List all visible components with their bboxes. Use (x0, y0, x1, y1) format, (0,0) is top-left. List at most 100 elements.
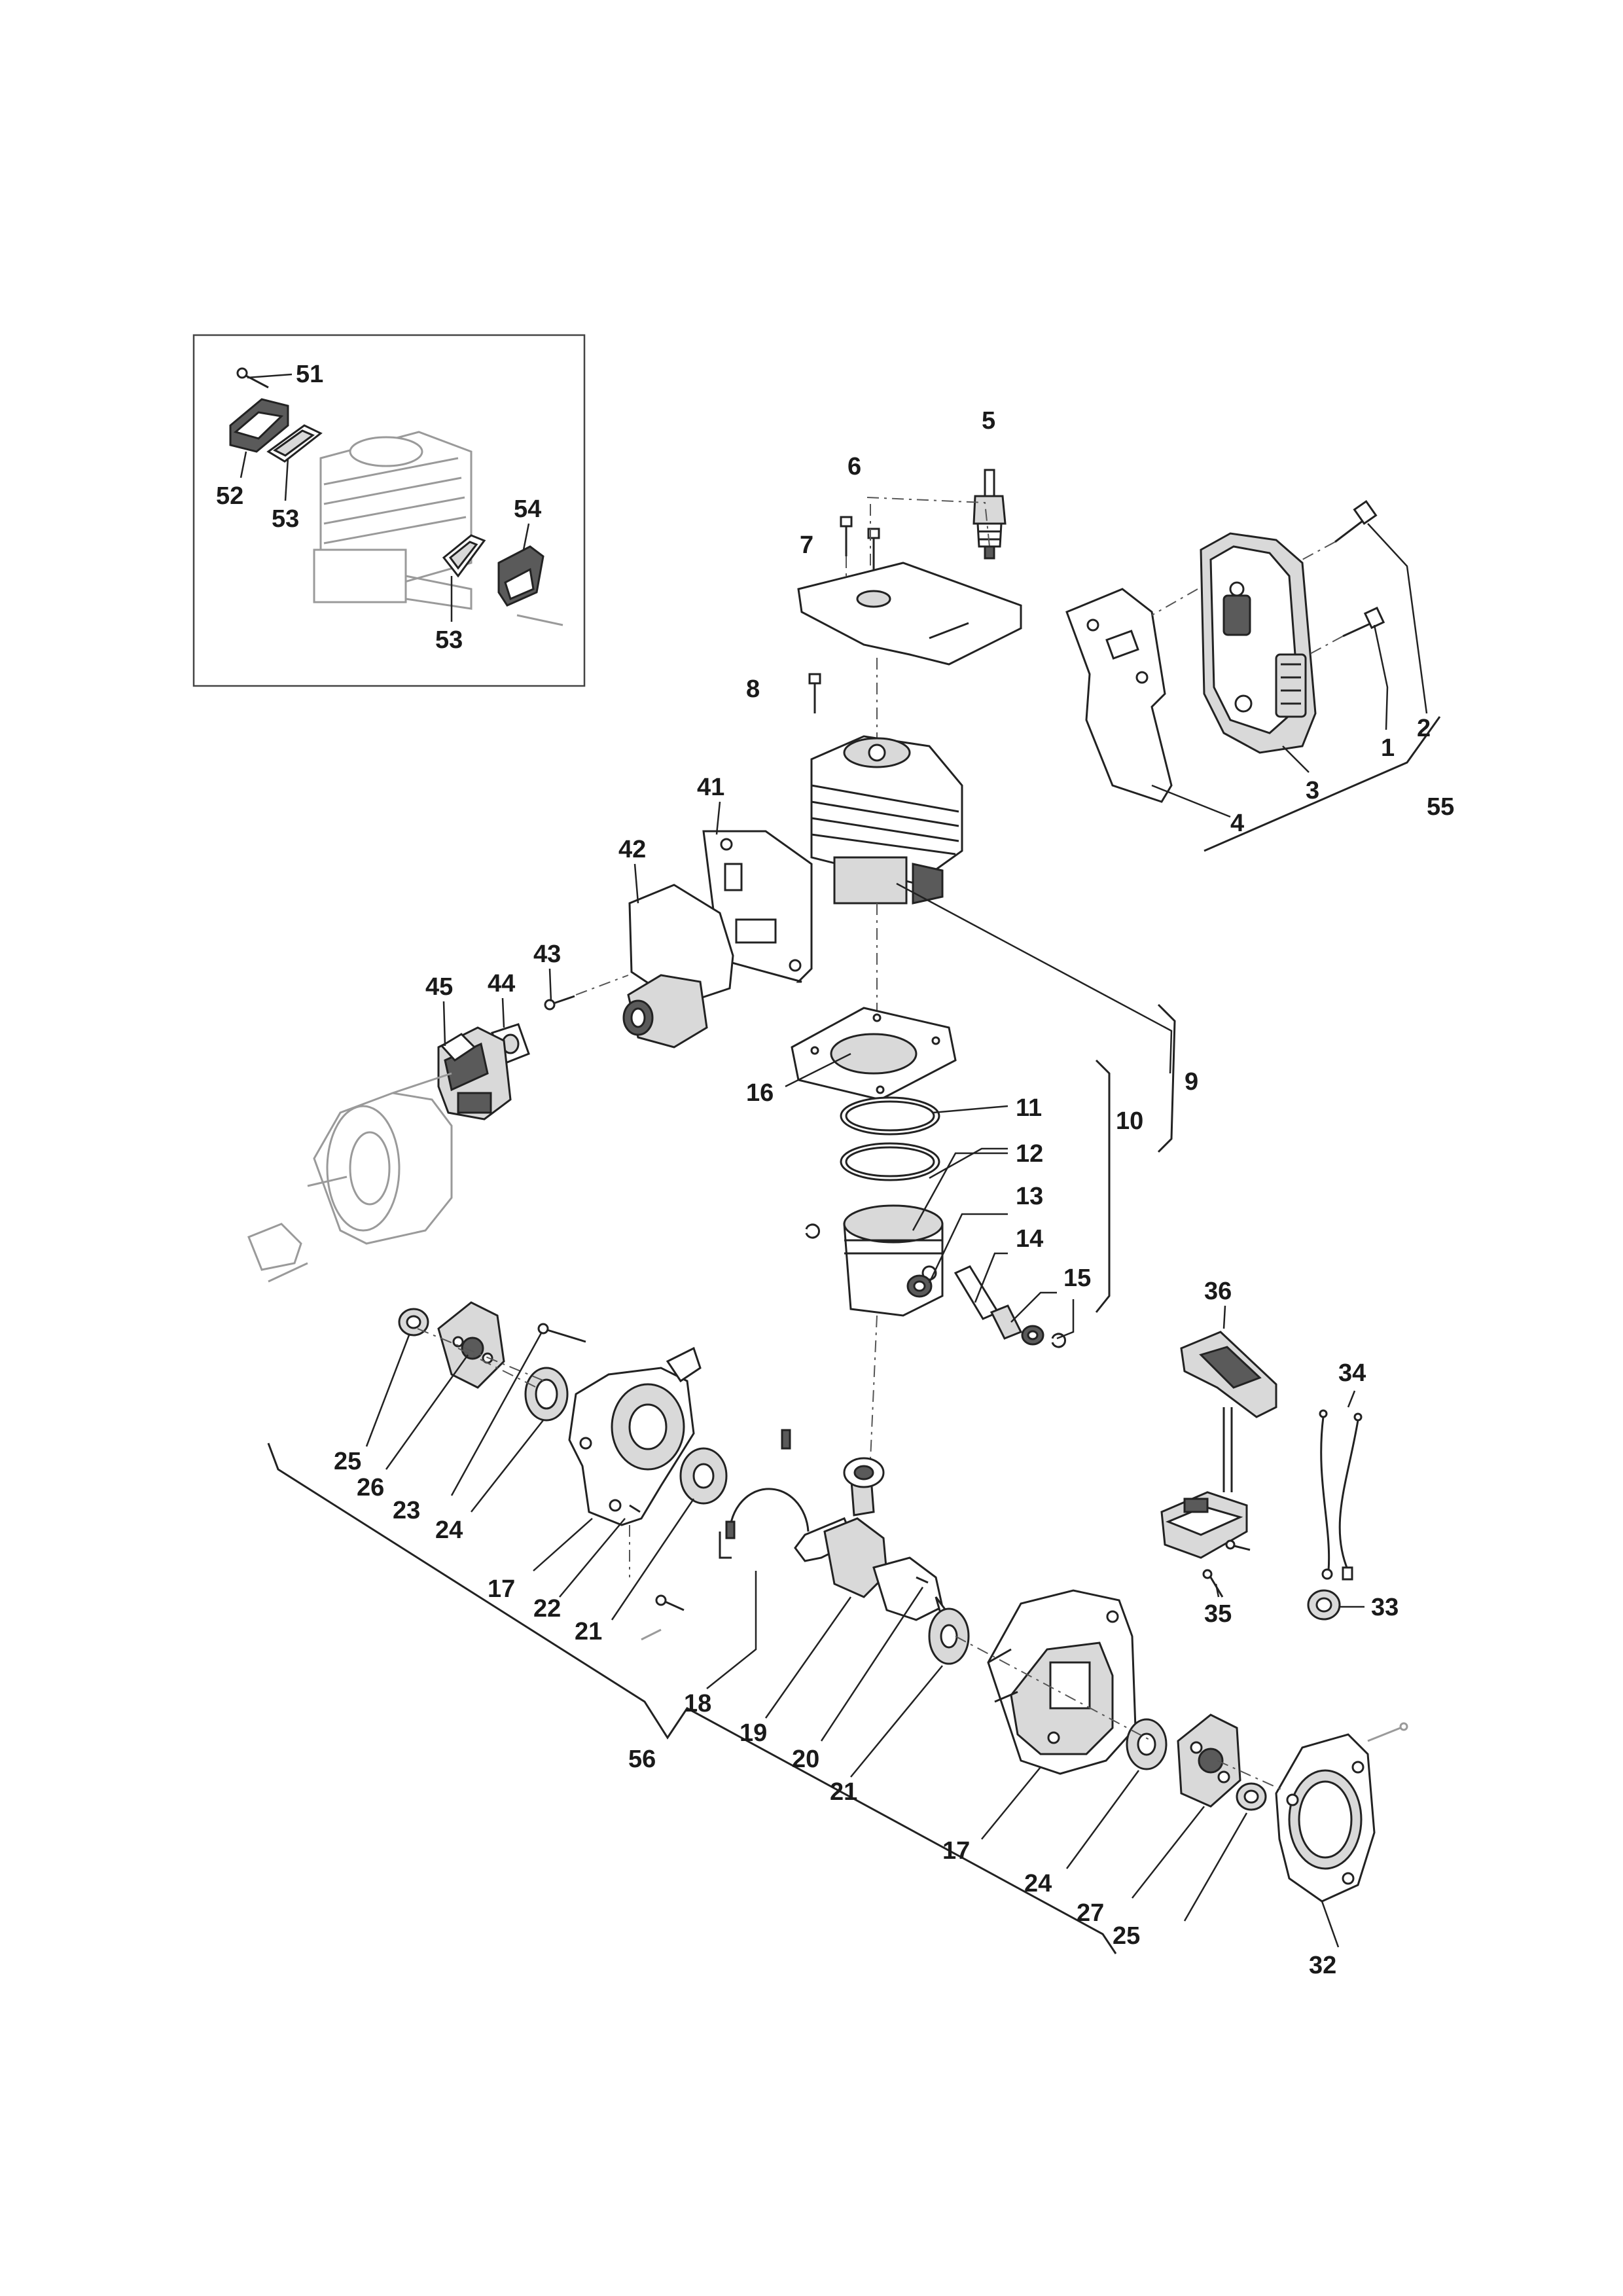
part-45-carburetor (437, 1026, 512, 1121)
part-19-crankshaft (794, 1457, 957, 1648)
part-8-stud (808, 673, 821, 713)
label-43: 43 (533, 941, 561, 968)
label-6: 6 (847, 453, 861, 480)
label-4: 4 (1230, 810, 1244, 837)
part-51-screw (236, 367, 269, 389)
label-13: 13 (1016, 1183, 1043, 1210)
part-24-bearing-left (524, 1367, 569, 1422)
part-12-needle-bearing (906, 1274, 933, 1298)
crankcase-right-group (955, 1589, 1408, 1948)
bracket-56 (267, 1443, 1117, 1954)
label-21-right: 21 (830, 1778, 857, 1806)
part-22-dowel (629, 1504, 641, 1577)
part-34-wires (1319, 1409, 1363, 1581)
label-27: 27 (1077, 1899, 1104, 1927)
part-18-crankcase-gasket (719, 1429, 810, 1559)
intake-manifold (622, 974, 708, 1049)
part-25-nut-left (398, 1308, 429, 1336)
label-44: 44 (488, 970, 515, 997)
label-18: 18 (684, 1690, 711, 1717)
label-25-right: 25 (1113, 1922, 1140, 1950)
part-26-flywheel-hub (437, 1301, 505, 1389)
intake-group (247, 801, 813, 1283)
part-36-ignition-coil-cap (1180, 1331, 1277, 1492)
part-13-piston-pin (954, 1265, 1000, 1320)
label-34: 34 (1338, 1359, 1366, 1387)
part-14-bushing (990, 1304, 1044, 1346)
label-7: 7 (800, 531, 813, 559)
label-14: 14 (1016, 1225, 1043, 1253)
label-42: 42 (618, 836, 646, 863)
ignition-group (1160, 1305, 1364, 1621)
label-22: 22 (533, 1595, 561, 1623)
inset-box (192, 334, 586, 687)
part-17-crankcase-right (987, 1589, 1137, 1775)
part-43-screw (544, 995, 575, 1011)
label-3: 3 (1306, 777, 1319, 804)
cylinder-stack (785, 469, 1176, 1460)
part-9-cylinder (810, 735, 963, 905)
part-53-gasket-lower (442, 534, 486, 578)
label-24-left: 24 (435, 1516, 463, 1544)
part-15-circlips (805, 1223, 1067, 1348)
label-33: 33 (1371, 1594, 1399, 1621)
part-21-bearing-left (679, 1447, 728, 1505)
label-5: 5 (982, 407, 995, 435)
label-12: 12 (1016, 1140, 1043, 1168)
part-24-bearing-right (1126, 1718, 1168, 1770)
crankshaft-group (706, 1429, 970, 1778)
muffler-group (1065, 499, 1441, 852)
part-27-clutch (1177, 1713, 1241, 1808)
label-23: 23 (393, 1497, 420, 1524)
part-5-spark-plug (972, 469, 1007, 560)
label-1: 1 (1381, 734, 1395, 762)
part-1-short-bolt (1342, 606, 1385, 637)
label-53-lower: 53 (435, 626, 463, 654)
label-21-left: 21 (575, 1618, 602, 1645)
label-54: 54 (514, 495, 541, 523)
label-53-upper: 53 (272, 505, 299, 533)
part-52-intake-flange (229, 398, 289, 453)
label-17-right: 17 (942, 1837, 970, 1865)
part-20-woodruff-key (916, 1576, 929, 1584)
label-8: 8 (746, 675, 760, 703)
part-32-fan-housing-plate (1275, 1722, 1408, 1903)
crankcase-screw (641, 1594, 685, 1641)
label-24-right: 24 (1024, 1870, 1052, 1897)
label-10: 10 (1116, 1107, 1143, 1135)
part-21-bearing-right (928, 1607, 970, 1665)
part-16-base-gasket (791, 1007, 957, 1101)
part-7-cylinder-cover (797, 562, 1022, 666)
ignition-coil-module (1160, 1491, 1248, 1559)
part-10-piston (843, 1204, 944, 1317)
label-52: 52 (216, 482, 243, 510)
part-2-long-bolt (1334, 499, 1378, 543)
label-55: 55 (1427, 793, 1454, 821)
label-32: 32 (1309, 1952, 1336, 1979)
label-9: 9 (1185, 1068, 1198, 1096)
part-4-heat-shield (1065, 588, 1173, 803)
label-25-left: 25 (334, 1448, 361, 1475)
part-42-insulator-plate (628, 884, 734, 1006)
label-41: 41 (697, 774, 724, 801)
part-23-bolt (537, 1323, 586, 1343)
label-17-left: 17 (488, 1575, 515, 1603)
label-20: 20 (792, 1746, 819, 1773)
part-25-nut-right (1236, 1782, 1267, 1811)
part-33-nut (1307, 1589, 1341, 1621)
label-35: 35 (1204, 1600, 1232, 1628)
part-17-crankcase-left (568, 1346, 702, 1526)
label-11: 11 (1016, 1094, 1042, 1122)
part-labels: 1 2 3 4 5 6 7 8 9 10 11 12 13 14 15 16 1… (216, 361, 1454, 1979)
part-11-piston-rings (840, 1096, 940, 1181)
part-41-gasket (702, 830, 813, 983)
label-2: 2 (1417, 715, 1431, 742)
label-36: 36 (1204, 1278, 1232, 1305)
part-53-gasket-upper (266, 424, 323, 463)
label-16: 16 (746, 1079, 774, 1107)
label-51: 51 (296, 361, 323, 388)
part-54-exhaust-flange (497, 545, 563, 626)
label-15: 15 (1063, 1265, 1091, 1292)
crankcase-left-group (365, 1301, 728, 1641)
